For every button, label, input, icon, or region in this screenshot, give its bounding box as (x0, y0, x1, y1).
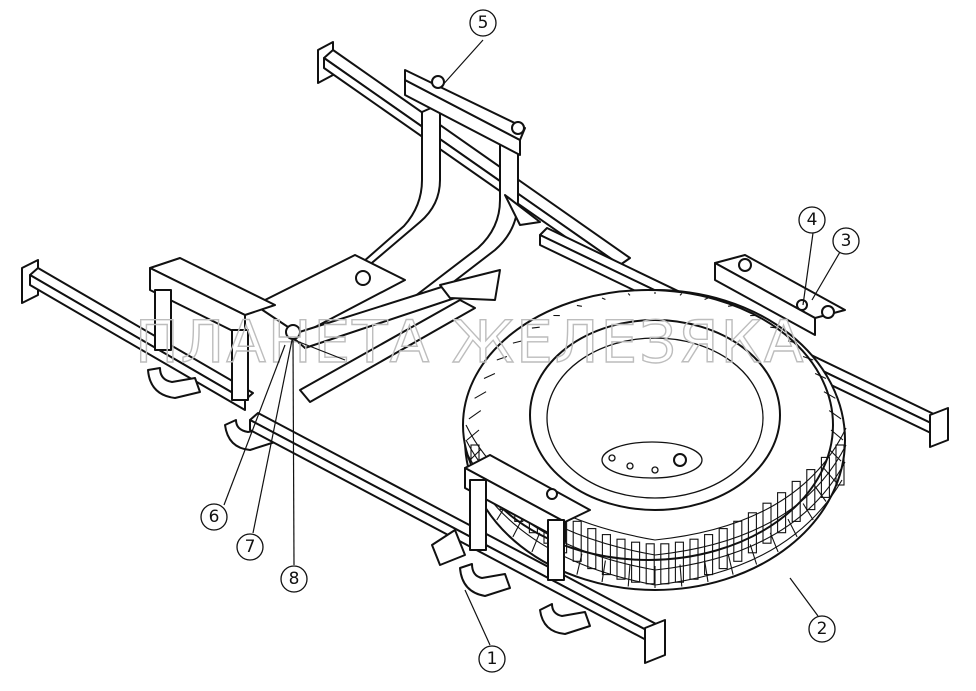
tread-block (814, 373, 827, 379)
tread-block (572, 520, 582, 562)
tread-block (762, 502, 772, 544)
tread-block (601, 534, 611, 576)
tread-block (674, 541, 684, 583)
tread-block (733, 520, 743, 562)
callout-8: 8 (280, 565, 308, 593)
tread-block (587, 528, 597, 570)
curved-support-arm (321, 69, 541, 301)
tread-block (747, 512, 757, 554)
tread-block (601, 297, 606, 301)
svg-text:1: 1 (487, 649, 498, 669)
svg-text:3: 3 (841, 231, 852, 251)
svg-text:5: 5 (478, 13, 489, 33)
tread-block (718, 528, 728, 570)
callout-3: 3 (832, 227, 860, 255)
tread-block (531, 532, 541, 553)
svg-text:8: 8 (289, 569, 300, 589)
tread-block (660, 543, 670, 585)
tread-block (749, 544, 758, 565)
tread-block (777, 492, 787, 534)
wheel-rim (529, 319, 781, 511)
tread-block (631, 541, 641, 583)
tread-block (689, 538, 699, 580)
tread-block (727, 553, 734, 575)
tread-block (787, 340, 798, 344)
tread-block (531, 326, 540, 329)
tread-block (468, 410, 482, 420)
tread-block (770, 326, 779, 329)
tread-block (679, 293, 683, 296)
tread-block (835, 444, 845, 486)
callout-6: 6 (200, 503, 228, 531)
tread-block (814, 486, 827, 502)
tread-block (645, 543, 655, 585)
tread-block (787, 518, 798, 538)
tread-block (823, 391, 836, 399)
tread-block (627, 293, 631, 296)
tread-block (679, 564, 683, 587)
top-rear-crossbar (317, 41, 631, 276)
tread-block (820, 456, 830, 498)
middle-platform (254, 254, 501, 403)
tread-block (806, 469, 816, 511)
leader-lines (223, 39, 841, 646)
svg-text:6: 6 (209, 507, 220, 527)
left-bracket (147, 257, 301, 451)
svg-text:2: 2 (817, 619, 828, 639)
tread-block (728, 304, 734, 307)
tread-block (601, 560, 606, 583)
tread-block (474, 391, 487, 399)
tread-block (828, 449, 842, 462)
tread-block (704, 297, 709, 301)
callout-1: 1 (478, 645, 506, 673)
tread-block (616, 538, 626, 580)
tread-block (769, 532, 779, 553)
tread-block (466, 429, 480, 441)
tread-block (830, 429, 844, 441)
svg-text:4: 4 (807, 210, 818, 230)
tread-block (627, 564, 631, 587)
tread-block (512, 518, 523, 538)
tread-block (791, 480, 801, 522)
tread-block (802, 503, 814, 521)
callout-4: 4 (798, 206, 826, 234)
tread-block (483, 373, 496, 379)
tread-block (512, 340, 523, 344)
tread-block (496, 355, 508, 361)
right-top-bracket (714, 254, 846, 336)
tread-block (704, 560, 709, 583)
tread-block (828, 410, 842, 420)
watermark: ПЛАНЕТА ЖЕЛЕЗЯКА (135, 308, 805, 376)
callout-2: 2 (808, 615, 836, 643)
callout-5: 5 (469, 9, 497, 37)
tread-block (704, 534, 714, 576)
tread-block (576, 304, 582, 307)
svg-text:7: 7 (245, 537, 256, 557)
lower-tire-bracket (431, 454, 591, 635)
callout-7: 7 (236, 533, 264, 561)
tread-block (802, 355, 814, 361)
